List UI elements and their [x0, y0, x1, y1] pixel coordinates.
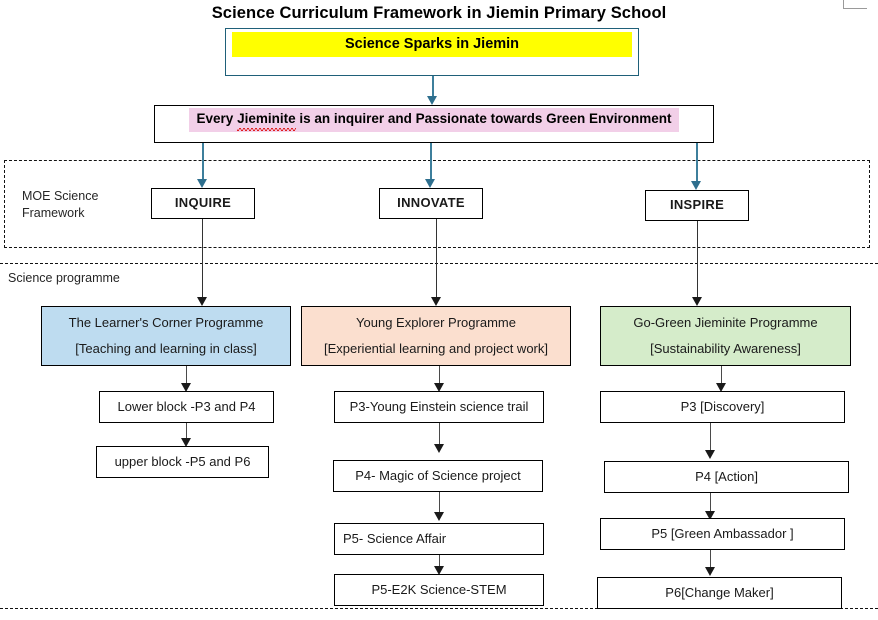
arrowhead-vision-to-innovate — [425, 179, 435, 188]
arrowhead-banner-to-vision — [427, 96, 437, 105]
moe-framework-label: MOE Science Framework — [22, 188, 142, 222]
arrowhead-m-p3-to-p4 — [434, 444, 444, 453]
arrowhead-inspire-to-go-green — [692, 297, 702, 306]
programme-box-learners-corner: The Learner's Corner Programme [Teaching… — [41, 306, 291, 366]
arrowhead-vision-to-inspire — [691, 181, 701, 190]
arrowhead-m-p5-to-e2k — [434, 566, 444, 575]
programme-learners-corner-title: The Learner's Corner Programme — [68, 314, 264, 330]
moe-label-line2: Framework — [22, 205, 85, 220]
vision-prefix: Every — [196, 111, 238, 126]
page-title: Science Curriculum Framework in Jiemin P… — [211, 4, 667, 22]
connector-young-explorer-to-p3 — [439, 366, 440, 386]
connector-r-p5-to-p6 — [710, 550, 711, 570]
connector-go-green-to-p3 — [721, 366, 722, 386]
vision-text: Every Jieminite is an inquirer and Passi… — [188, 108, 680, 132]
step-m-p3-label: P3-Young Einstein science trail — [349, 398, 529, 414]
pillar-innovate-label: INNOVATE — [397, 195, 465, 211]
step-m-e2k: P5-E2K Science-STEM — [334, 574, 544, 606]
arrowhead-r-p3-to-p4 — [705, 450, 715, 459]
arrowhead-lower-block-to-upper-block — [181, 438, 191, 447]
step-m-p3: P3-Young Einstein science trail — [334, 391, 544, 423]
connector-banner-to-vision — [432, 76, 434, 98]
programme-young-explorer-subtitle: [Experiential learning and project work] — [323, 341, 548, 356]
vision-misspelled-word: Jieminite — [237, 111, 296, 131]
pillar-inspire: INSPIRE — [645, 190, 749, 221]
connector-m-p4-to-p5 — [439, 492, 440, 517]
connector-vision-to-inquire — [202, 143, 204, 180]
connector-innovate-to-young-explorer — [436, 219, 437, 298]
step-r-p5-label: P5 [Green Ambassador ] — [651, 525, 794, 541]
programme-young-explorer-title: Young Explorer Programme — [356, 314, 516, 330]
step-r-p6: P6[Change Maker] — [597, 577, 842, 609]
pillar-inquire: INQUIRE — [151, 188, 255, 219]
arrowhead-innovate-to-young-explorer — [431, 297, 441, 306]
arrowhead-learners-corner-to-lower-block — [181, 383, 191, 392]
step-lower-block-label: Lower block -P3 and P4 — [117, 398, 256, 414]
pillar-inspire-label: INSPIRE — [669, 197, 725, 213]
step-lower-block: Lower block -P3 and P4 — [99, 391, 274, 423]
step-r-p3-label: P3 [Discovery] — [680, 398, 765, 414]
step-m-p5-label: P5- Science Affair — [343, 530, 447, 546]
connector-inquire-to-learners-corner — [202, 219, 203, 298]
programme-box-go-green: Go-Green Jieminite Programme [Sustainabi… — [600, 306, 851, 366]
step-r-p6-label: P6[Change Maker] — [665, 584, 774, 600]
step-r-p4: P4 [Action] — [604, 461, 849, 493]
vision-statement-box: Every Jieminite is an inquirer and Passi… — [154, 105, 714, 143]
programme-learners-corner-subtitle: [Teaching and learning in class] — [75, 341, 257, 356]
step-r-p4-label: P4 [Action] — [695, 468, 758, 484]
science-programme-region-bottom-border — [0, 608, 878, 609]
step-r-p5: P5 [Green Ambassador ] — [600, 518, 845, 550]
step-m-p5: P5- Science Affair — [334, 523, 544, 555]
connector-learners-corner-to-lower-block — [186, 366, 187, 386]
connector-inspire-to-go-green — [697, 221, 698, 298]
step-r-p3: P3 [Discovery] — [600, 391, 845, 423]
science-programme-region-top-border — [0, 263, 878, 264]
connector-lower-block-to-upper-block — [186, 423, 187, 443]
connector-r-p3-to-p4 — [710, 423, 711, 453]
connector-r-p4-to-p5 — [710, 493, 711, 515]
banner-text: Science Sparks in Jiemin — [232, 32, 632, 58]
programme-box-young-explorer: Young Explorer Programme [Experiential l… — [301, 306, 571, 366]
arrowhead-inquire-to-learners-corner — [197, 297, 207, 306]
moe-label-line1: MOE Science — [22, 189, 99, 203]
vision-suffix: is an inquirer and Passionate towards Gr… — [295, 111, 672, 126]
moe-framework-region — [4, 160, 870, 248]
step-upper-block: upper block -P5 and P6 — [96, 446, 269, 478]
stray-corner-mark — [843, 0, 867, 9]
step-upper-block-label: upper block -P5 and P6 — [114, 453, 251, 469]
arrowhead-go-green-to-p3 — [716, 383, 726, 392]
step-m-e2k-label: P5-E2K Science-STEM — [371, 581, 507, 597]
programme-go-green-subtitle: [Sustainability Awareness] — [650, 341, 801, 356]
connector-vision-to-inspire — [696, 143, 698, 182]
pillar-inquire-label: INQUIRE — [174, 195, 232, 211]
arrowhead-r-p5-to-p6 — [705, 567, 715, 576]
science-programme-label: Science programme — [8, 271, 120, 285]
connector-vision-to-innovate — [430, 143, 432, 180]
banner-box: Science Sparks in Jiemin — [225, 28, 639, 76]
programme-go-green-title: Go-Green Jieminite Programme — [633, 314, 818, 330]
arrowhead-young-explorer-to-p3 — [434, 383, 444, 392]
arrowhead-vision-to-inquire — [197, 179, 207, 188]
step-m-p4: P4- Magic of Science project — [333, 460, 543, 492]
pillar-innovate: INNOVATE — [379, 188, 483, 219]
arrowhead-m-p4-to-p5 — [434, 512, 444, 521]
arrowhead-r-p4-to-p5 — [705, 511, 715, 520]
step-m-p4-label: P4- Magic of Science project — [355, 467, 521, 483]
connector-m-p5-to-e2k — [439, 555, 440, 571]
connector-m-p3-to-p4 — [439, 423, 440, 448]
